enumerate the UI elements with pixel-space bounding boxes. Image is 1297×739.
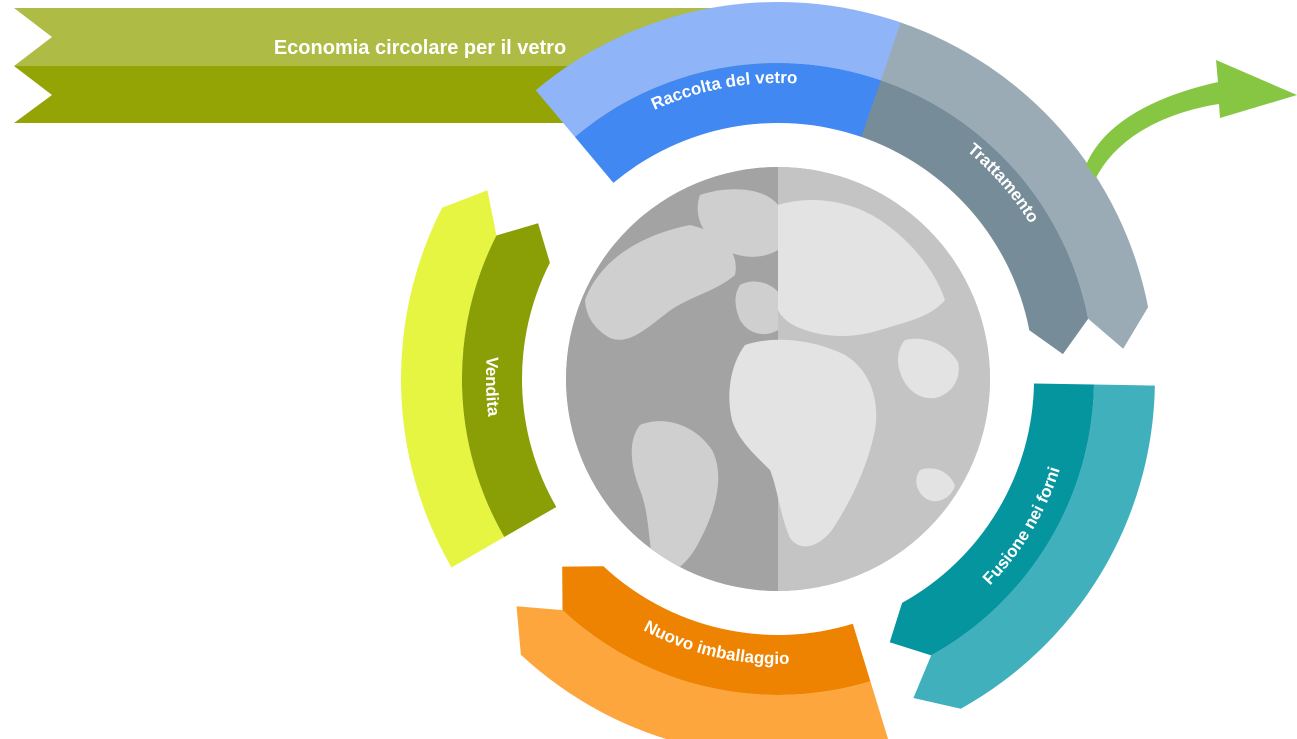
globe: [566, 167, 990, 591]
step-nuovo-imballaggio-inner-band: [562, 566, 871, 696]
step-trattamento-outer-band: [880, 22, 1149, 349]
exit-arrow: [1086, 60, 1297, 178]
continents-west: [585, 189, 778, 575]
step-raccolta-inner-band: [574, 62, 899, 183]
step-vendita-label: Vendita: [482, 356, 503, 418]
step-raccolta-outer-band: [535, 1, 925, 137]
continents-east: [729, 200, 959, 547]
step-raccolta: Raccolta del vetro: [535, 1, 925, 183]
step-fusione: Fusione nei forni: [889, 383, 1155, 709]
step-vendita-inner-band: [461, 223, 557, 537]
banner-title: Economia circolare per il vetro: [273, 37, 567, 59]
step-trattamento-inner-band: [861, 80, 1089, 355]
step-vendita: Vendita: [400, 190, 557, 568]
step-nuovo-imballaggio-outer-band: [516, 606, 889, 739]
step-fusione-inner-band: [889, 383, 1094, 656]
step-vendita-outer-band: [400, 190, 505, 568]
step-trattamento: Trattamento: [861, 22, 1149, 355]
step-fusione-outer-band: [913, 384, 1155, 709]
step-nuovo-imballaggio: Nuovo imballaggio: [516, 566, 889, 739]
